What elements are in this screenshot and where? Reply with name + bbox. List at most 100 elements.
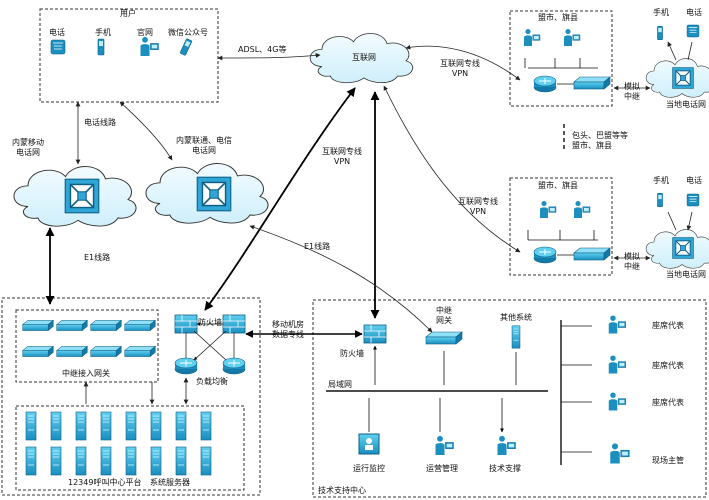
local-switch-icon-mid	[672, 237, 694, 259]
firewall-icon-tech	[363, 324, 387, 344]
server-icon-11	[75, 446, 87, 476]
internet-vpn-left-label: 互联网专线 VPN	[322, 147, 362, 166]
firewall-right-label: 防火墙	[340, 349, 364, 358]
server-icon-5	[125, 411, 137, 441]
tech-center-box	[312, 299, 707, 498]
mobile-top-label: 手机	[653, 8, 669, 17]
relay-gateway-label: 中继接入网关	[62, 369, 110, 378]
internet-vpn-mid-label: 互联网专线 VPN	[458, 197, 498, 216]
callcenter-box	[1, 297, 261, 496]
league-top-label: 盟市、旗县	[538, 13, 578, 22]
league-person-icon-1	[523, 28, 541, 47]
phone-icon	[50, 39, 66, 55]
relay-gateway-icon-6	[56, 346, 88, 357]
server-icon-6	[150, 411, 162, 441]
official-site-label: 官网	[137, 28, 153, 37]
server-icon-15	[175, 446, 187, 476]
phone-mid-label: 电话	[686, 176, 702, 185]
adsl-label: ADSL、4G等	[238, 45, 287, 54]
relay-gateway-icon-2	[56, 320, 88, 331]
server-icon-9	[25, 446, 37, 476]
load-balance-label: 负载均衡	[196, 377, 228, 386]
users-title: 用户	[120, 9, 136, 18]
server-icon-7	[175, 411, 187, 441]
league-mid-label: 盟市、旗县	[538, 181, 578, 190]
firewall-left-label: 防火墙	[198, 318, 222, 327]
internet-vpn-top-label: 互联网专线 VPN	[440, 59, 480, 78]
baotou-label: 包头、巴盟等等 盟市、旗县	[572, 131, 628, 150]
mobile-mid-label: 手机	[653, 176, 669, 185]
league-gateway-icon-top	[573, 76, 611, 90]
analog-relay-mid-label: 模拟 中继	[624, 252, 640, 271]
relay-gateway-icon-5	[22, 346, 54, 357]
load-balancer-icon-2	[222, 357, 246, 375]
relay-gateway-icon-7	[90, 346, 122, 357]
server-icon-13	[125, 446, 137, 476]
other-sys-label: 其他系统	[500, 313, 532, 322]
relay-gateway-icon-1	[22, 320, 54, 331]
relay-gateway-icon-3	[90, 320, 122, 331]
internet-label: 互联网	[352, 53, 376, 62]
mobile-icon-top-right	[657, 25, 663, 41]
relay-net-label: 中继 网关	[436, 306, 452, 325]
analog-relay-top-label: 模拟 中继	[624, 82, 640, 101]
mobile-icon-mid-right	[657, 192, 663, 208]
league-person-icon-2	[563, 28, 581, 47]
mongolia-mobile-label: 内蒙移动 电话网	[12, 138, 44, 157]
user-box	[39, 8, 219, 103]
firewall-icon-2	[222, 314, 246, 334]
seat2-label: 座席代表	[652, 361, 684, 370]
server-icon-1	[25, 411, 37, 441]
server-icon-12	[100, 446, 112, 476]
relay-gateway-icon-4	[124, 320, 156, 331]
tech-support-label: 技术支撑	[489, 464, 521, 473]
ops-monitor-icon	[358, 433, 380, 455]
league-person-icon-3	[539, 200, 557, 219]
league-gateway-icon-mid	[573, 247, 611, 261]
load-balancer-icon-1	[174, 357, 198, 375]
server-icon-10	[50, 446, 62, 476]
server-icon-2	[50, 411, 62, 441]
phone-icon-mid-right	[686, 193, 700, 207]
server-icon-4	[100, 411, 112, 441]
phone-icon-top-right	[686, 24, 700, 38]
ops-manage-label: 运营管理	[426, 464, 458, 473]
local-switch-icon-top	[672, 67, 694, 89]
mobile-label: 手机	[95, 28, 111, 37]
seat-icon-2	[608, 355, 627, 374]
relay-gateway-icon-tech	[425, 331, 463, 345]
tech-support-icon	[497, 435, 516, 456]
wechat-label: 微信公众号	[168, 28, 208, 37]
e1-left-label: E1线路	[84, 253, 111, 262]
league-router-icon-top	[533, 75, 557, 93]
local-net-mid-label: 当地电话网	[666, 270, 706, 279]
seat-icon-1	[608, 315, 627, 334]
other-system-icon	[511, 325, 521, 349]
phone-label: 电话	[49, 28, 65, 37]
server-icon-16	[200, 446, 212, 476]
lan-label: 局域网	[328, 380, 352, 389]
server-icon-8	[200, 411, 212, 441]
mobile-room-label: 移动机房 数据专线	[272, 320, 304, 339]
phone-top-label: 电话	[686, 8, 702, 17]
server-box	[15, 405, 245, 491]
mobile-icon	[97, 38, 105, 56]
sys-server-label: 系统服务器	[150, 478, 190, 487]
mobile-network-switch-icon	[64, 178, 100, 214]
supervisor-label: 现场主管	[652, 456, 684, 465]
seat1-label: 座席代表	[652, 321, 684, 330]
ops-manage-icon	[435, 435, 454, 456]
seat-icon-3	[608, 392, 627, 411]
platform-label: 12349呼叫中心平台	[68, 478, 142, 487]
wechat-icon	[179, 37, 193, 57]
tech-center-label: 技术支持中心	[318, 486, 366, 495]
unicom-network-switch-icon	[196, 176, 232, 212]
mongolia-unicom-label: 内蒙联通、电信 电话网	[176, 136, 232, 155]
league-box-mid	[509, 177, 613, 276]
seat3-label: 座席代表	[652, 398, 684, 407]
e1-right-label: E1线路	[304, 242, 331, 251]
official-site-icon	[140, 36, 159, 57]
phone-line-label: 电话线路	[84, 118, 116, 127]
supervisor-icon	[609, 442, 630, 464]
